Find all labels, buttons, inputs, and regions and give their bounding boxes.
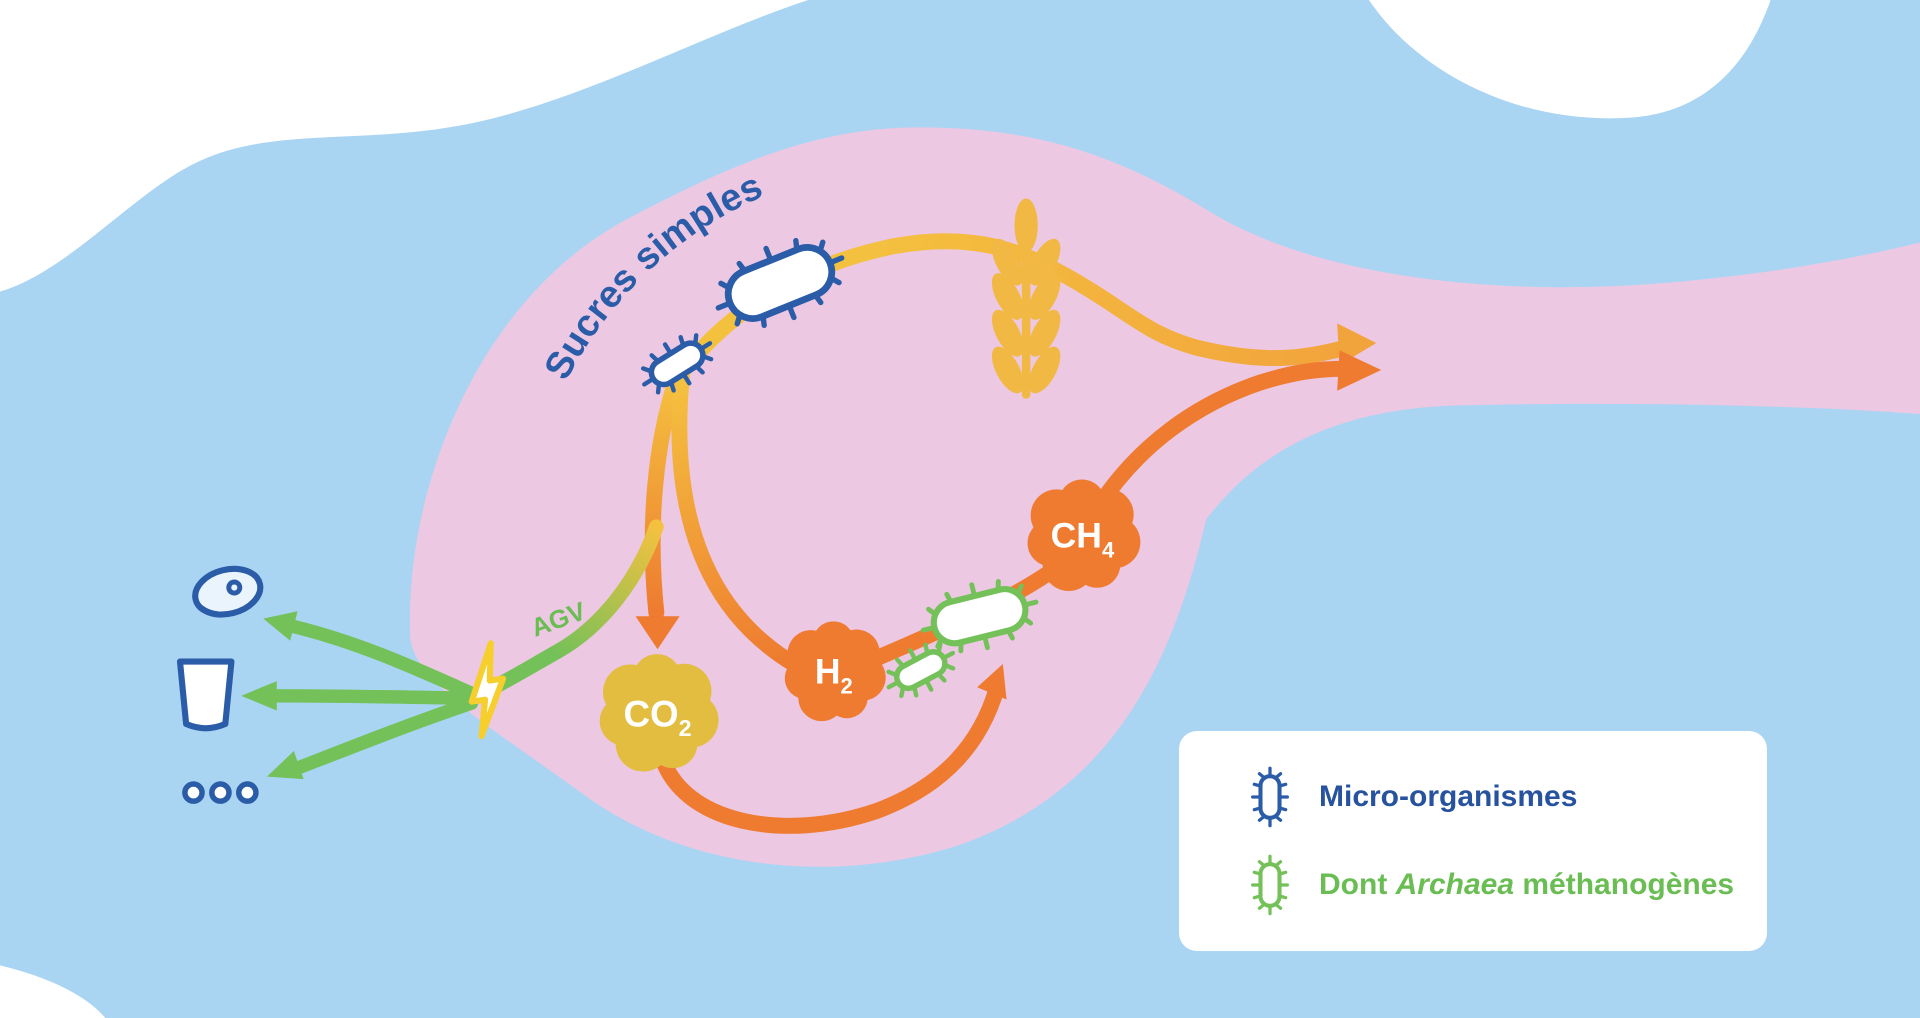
legend-label-micro: Micro-organismes: [1319, 780, 1578, 813]
arrow-green-to-milk: [262, 689, 476, 706]
arrowhead-to-milk: [241, 681, 277, 711]
arrow-sugars-to-co2: [644, 361, 688, 621]
h2-cloud: [784, 621, 886, 722]
legend-panel: Micro-organismes Dont Archaea méthanogèn…: [1179, 731, 1767, 951]
microbe-icon: [640, 333, 714, 395]
milk-glass-icon: [176, 658, 235, 732]
microbe-icon: [1251, 766, 1289, 828]
arrowhead-to-meat: [263, 611, 298, 641]
archaea-icon: [920, 579, 1039, 654]
wheat-icon: [991, 198, 1061, 399]
arrowhead-down-co2: [635, 616, 680, 650]
body-shape-top-right: [1368, 0, 1771, 119]
meat-icon: [192, 565, 264, 618]
flow-arrows: [262, 233, 1353, 834]
arrow-green-to-more: [284, 696, 479, 778]
co2-label: CO2: [624, 693, 692, 741]
arrow-ch4-to-exit: [1091, 360, 1353, 513]
arrow-heads: [241, 323, 1382, 780]
h2-label: H2: [815, 652, 853, 699]
arrow-co2-loop: [653, 680, 1005, 834]
legend-row-micro: Micro-organismes: [1241, 766, 1767, 828]
ch4-cloud: [1027, 479, 1141, 591]
more-products-icon: [182, 781, 259, 804]
arrow-green-to-meat: [279, 618, 479, 701]
legend-row-archaea: Dont Archaea méthanogènes: [1241, 854, 1767, 916]
archaea-icon: [1251, 854, 1289, 916]
energy-bolt-icon: [468, 640, 507, 740]
co2-cloud: [599, 654, 719, 772]
arrowhead-to-more: [266, 750, 304, 780]
archaea-icon: [886, 642, 956, 699]
body-shape-top-left: [0, 0, 809, 292]
microbe-icon: [1251, 766, 1289, 828]
body-shape-bottom-left: [0, 965, 106, 1018]
arrowhead-exit-orange: [1337, 350, 1382, 391]
arrowhead-loop-up: [977, 663, 1007, 700]
arrow-sugars-to-h2: [671, 365, 804, 674]
archaea-icon: [1251, 854, 1289, 916]
legend-label-archaea: Dont Archaea méthanogènes: [1319, 868, 1735, 901]
microbe-icon: [715, 237, 845, 329]
ch4-label: CH4: [1051, 516, 1115, 563]
